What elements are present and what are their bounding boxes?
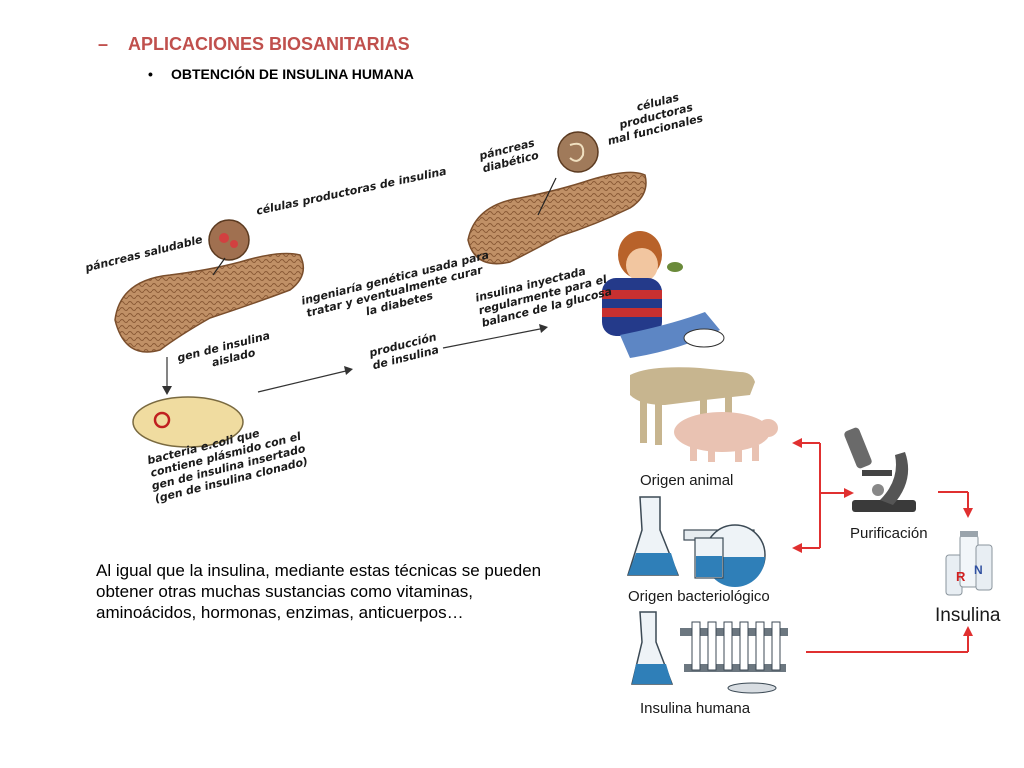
label-animal-origin: Origen animal: [640, 472, 734, 489]
slide-title: APLICACIONES BIOSANITARIAS: [128, 34, 410, 54]
flow-arrows: [796, 442, 969, 653]
svg-text:N: N: [974, 563, 983, 577]
pig-image: [674, 412, 778, 462]
healthy-cells-image: [208, 219, 250, 261]
healthy-pancreas-image: [114, 252, 305, 353]
diabetic-cells-image: [557, 131, 599, 173]
bacteria-image: [132, 396, 244, 448]
label-purification: Purificación: [850, 525, 928, 542]
svg-text:R: R: [956, 569, 966, 584]
slide-subtitle: OBTENCIÓN DE INSULINA HUMANA: [171, 66, 414, 82]
insulin-vials-image: R N: [945, 531, 993, 596]
body-paragraph: Al igual que la insulina, mediante estas…: [96, 561, 542, 622]
flasks-image: [626, 496, 766, 587]
test-tubes-image: [631, 611, 788, 694]
label-insulin: Insulina: [935, 605, 1001, 626]
label-bacterial-origin: Origen bacteriológico: [628, 588, 770, 605]
subtitle-bullet: •: [148, 66, 153, 82]
title-dash: –: [98, 34, 109, 54]
microscope-icon: [844, 427, 916, 512]
diabetic-pancreas-image: [467, 171, 647, 265]
boy-image: [602, 231, 725, 358]
label-human-insulin: Insulina humana: [640, 700, 751, 717]
